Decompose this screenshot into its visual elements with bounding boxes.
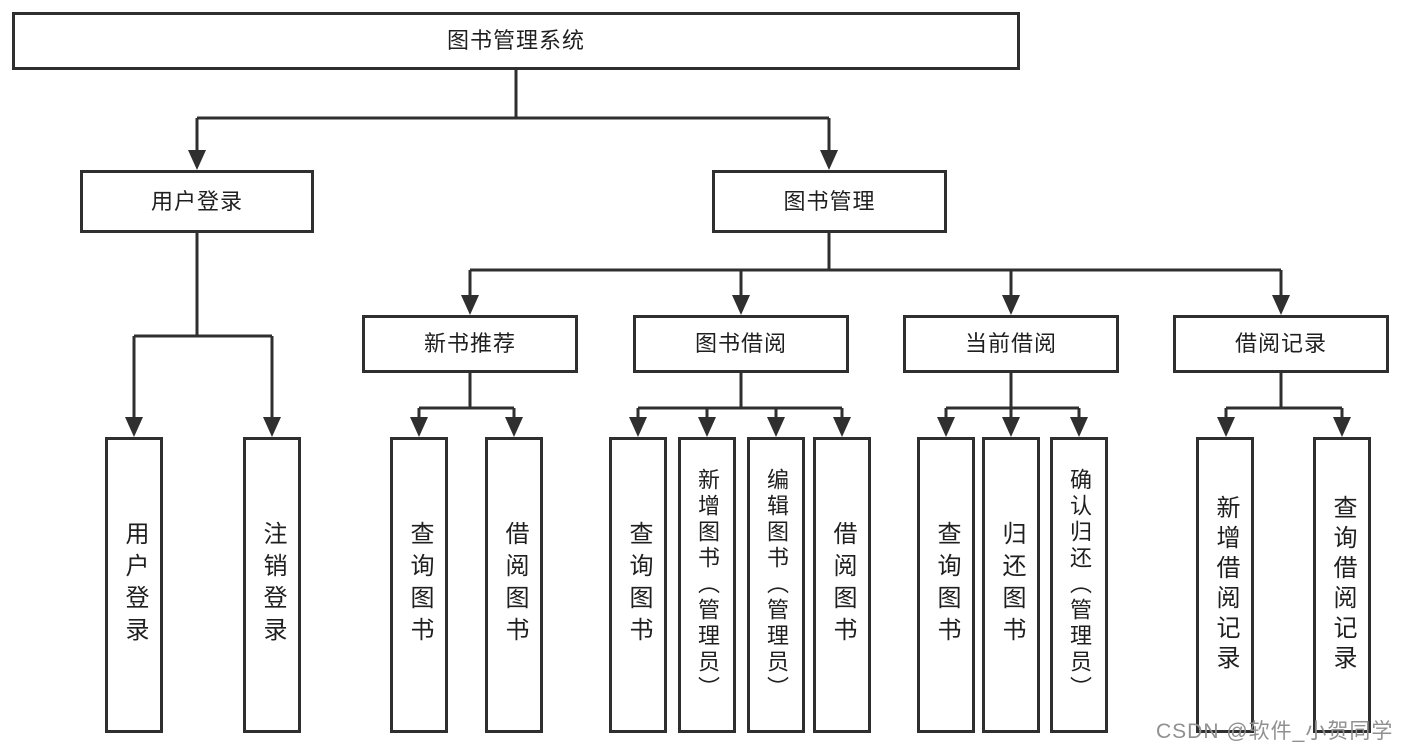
connector-book-management-to-level3 — [468, 233, 1283, 297]
arrowhead-down-icon — [820, 150, 838, 170]
connector-user-login-to-leaves — [132, 233, 274, 419]
arrowhead-icons — [125, 150, 1351, 437]
leaf-confirm-return-admin: 确认归还（管理员） — [1050, 437, 1108, 733]
arrowhead-down-icon — [1070, 417, 1088, 437]
arrowhead-down-icon — [1333, 417, 1351, 437]
arrowhead-down-icon — [1002, 417, 1020, 437]
arrowhead-down-icon — [263, 417, 281, 437]
arrowhead-down-icon — [732, 295, 750, 315]
arrowhead-down-icon — [410, 417, 428, 437]
connector-book-borrow-to-leaves — [636, 373, 844, 419]
leaf-return-books: 归还图书 — [982, 437, 1040, 733]
leaf-query-borrow-record: 查询借阅记录 — [1313, 437, 1371, 733]
node-book-borrow: 图书借阅 — [633, 315, 849, 373]
arrowhead-down-icon — [767, 417, 785, 437]
watermark: CSDN @软件_小贺同学 — [1156, 720, 1394, 743]
node-user-login: 用户登录 — [80, 170, 314, 233]
arrowhead-down-icon — [461, 295, 479, 315]
node-new-book-recommend: 新书推荐 — [362, 315, 578, 373]
arrowhead-down-icon — [1002, 295, 1020, 315]
arrowhead-down-icon — [1272, 295, 1290, 315]
leaf-user-login: 用户登录 — [105, 437, 163, 733]
leaf-query-books-borrow: 查询图书 — [609, 437, 667, 733]
leaf-logout: 注销登录 — [243, 437, 301, 733]
arrowhead-down-icon — [698, 417, 716, 437]
arrowhead-down-icon — [505, 417, 523, 437]
connector-root-to-level2 — [195, 70, 831, 152]
arrowhead-down-icon — [629, 417, 647, 437]
node-book-management: 图书管理 — [712, 170, 947, 233]
leaf-query-books-current: 查询图书 — [917, 437, 975, 733]
leaf-add-books-admin: 新增图书（管理员） — [678, 437, 736, 733]
leaf-add-borrow-record: 新增借阅记录 — [1196, 437, 1254, 733]
arrowhead-down-icon — [833, 417, 851, 437]
arrowhead-down-icon — [125, 417, 143, 437]
leaf-query-books-recommend: 查询图书 — [390, 437, 448, 733]
node-library-system: 图书管理系统 — [12, 12, 1020, 70]
connector-new-book-to-leaves — [417, 373, 516, 419]
connector-borrow-records-to-leaves — [1224, 373, 1344, 419]
connector-current-borrow-to-leaves — [944, 373, 1081, 419]
arrowhead-down-icon — [937, 417, 955, 437]
leaf-edit-books-admin: 编辑图书（管理员） — [747, 437, 805, 733]
node-current-borrow: 当前借阅 — [903, 315, 1119, 373]
arrowhead-down-icon — [1217, 417, 1235, 437]
arrowhead-down-icon — [188, 150, 206, 170]
leaf-borrow-books: 借阅图书 — [813, 437, 871, 733]
node-borrow-records: 借阅记录 — [1173, 315, 1389, 373]
leaf-borrow-books-recommend: 借阅图书 — [485, 437, 543, 733]
